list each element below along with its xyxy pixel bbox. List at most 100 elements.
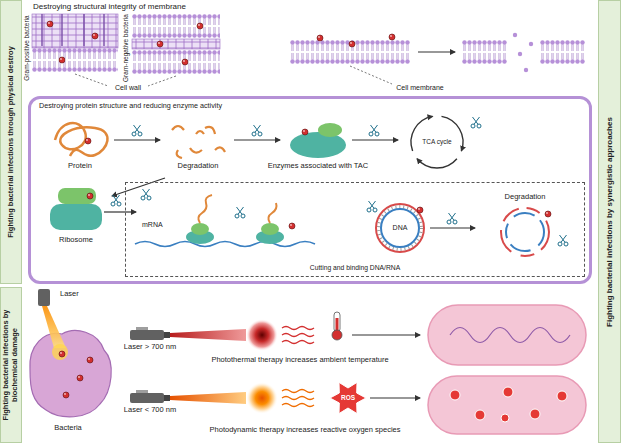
photodynamic-figure <box>130 376 586 434</box>
bacteria-figure <box>77 375 83 381</box>
dna-figure <box>506 213 544 251</box>
category-band: Fighting bacterial infections through ph… <box>0 0 22 284</box>
node-text: Destroying protein structure and reducin… <box>31 99 589 114</box>
bacteria-figure <box>38 289 50 306</box>
membrane-figure <box>290 40 410 64</box>
mrna-figure <box>191 223 209 235</box>
mrna-figure <box>135 242 315 247</box>
node-text: Fighting bacterial infections by synergi… <box>605 5 614 438</box>
photodynamic-figure <box>503 387 513 397</box>
ribosome-figure <box>87 193 93 199</box>
photothermal-figure <box>246 319 278 351</box>
protein-figure <box>85 138 91 144</box>
membrane-figure <box>290 40 410 64</box>
dna-figure <box>545 211 551 217</box>
ribosome-figure <box>111 195 121 206</box>
ribosome-figure <box>58 188 96 204</box>
photothermal-figure <box>332 330 342 340</box>
mrna-figure <box>198 195 212 223</box>
protein-figure <box>114 139 160 140</box>
photothermal-figure <box>136 327 148 330</box>
node-text: Fighting bacterial infections through ph… <box>7 5 16 279</box>
dna-figure <box>501 208 549 256</box>
protein-figure <box>252 125 262 136</box>
photodynamic-figure <box>450 390 460 400</box>
gram-negative-wall <box>132 39 220 49</box>
membrane-figure <box>462 40 507 64</box>
part-label: Laser < 700 nm <box>124 406 176 415</box>
protein-figure <box>55 116 481 200</box>
part-label: Degradation <box>178 162 219 171</box>
photodynamic-figure <box>428 376 586 434</box>
part-label: DNA <box>393 224 408 232</box>
bacteria-figure <box>52 344 68 360</box>
part-label: Degradation <box>505 193 546 202</box>
dna-figure <box>376 204 424 252</box>
membrane-figure <box>317 35 323 41</box>
gram-positive-wall <box>32 14 118 48</box>
category-band: Fighting bacterial infections by synergi… <box>598 0 621 443</box>
membrane-figure <box>518 52 522 56</box>
protein-figure <box>369 125 379 136</box>
protein-figure <box>417 159 457 168</box>
protein-figure <box>132 125 142 136</box>
photothermal-figure <box>130 305 586 365</box>
photothermal-figure <box>428 305 586 365</box>
note-label: Photothermal therapy increases ambient t… <box>211 356 388 365</box>
mrna-figure <box>289 223 295 229</box>
node-text: Cutting and binding DNA/RNA <box>126 264 584 272</box>
symbol-label: ROS <box>341 394 355 401</box>
photodynamic-figure <box>130 393 164 403</box>
dna-figure <box>447 213 457 224</box>
protein-figure <box>411 116 432 150</box>
part-label: Bacteria <box>54 424 82 433</box>
part-label: Gram-positive bacteria <box>23 15 30 80</box>
dna-figure <box>417 207 423 213</box>
protein-figure <box>172 126 225 158</box>
part-label: Protein <box>68 162 92 171</box>
gram-negative-wall <box>132 50 220 74</box>
ribosome-figure <box>50 204 102 230</box>
photodynamic-figure <box>246 382 278 414</box>
part-label: Enzymes associated with TAC <box>268 162 369 171</box>
photodynamic-figure <box>330 382 366 413</box>
protein-figure <box>442 116 463 150</box>
membrane-figure <box>462 40 507 64</box>
photodynamic-figure <box>164 395 170 401</box>
gram-negative-wall <box>182 59 188 65</box>
part-label: Cell membrane <box>396 84 443 92</box>
bacteria-figure <box>42 306 66 348</box>
bacteria-figure <box>59 351 65 357</box>
bacteria-figure <box>30 331 111 417</box>
mrna-figure <box>135 195 315 247</box>
part-label: TCA cycle <box>422 138 451 145</box>
part-label: Laser <box>60 290 79 299</box>
photothermal-figure <box>164 332 170 338</box>
mrna-figure <box>268 203 276 223</box>
mrna-figure <box>235 207 245 218</box>
part-label: Cell wall <box>115 84 141 92</box>
protein-figure <box>234 139 280 140</box>
membrane-figure <box>389 34 395 40</box>
photothermal-figure <box>170 329 246 341</box>
protein-figure <box>318 123 342 137</box>
note-label: Photodynamic therapy increases reactive … <box>210 426 401 435</box>
photodynamic-figure <box>136 390 148 393</box>
photodynamic-figure <box>170 392 246 404</box>
part-label: mRNA <box>142 221 163 229</box>
photothermal-figure <box>450 328 570 343</box>
gram-positive-wall <box>92 33 98 39</box>
dna-figure <box>430 227 475 228</box>
dna-figure <box>381 209 419 247</box>
dna-figure <box>558 235 568 246</box>
photodynamic-figure <box>501 414 509 422</box>
gram-positive-wall <box>47 21 53 27</box>
dna-figure <box>379 207 422 250</box>
membrane-figure <box>540 40 585 64</box>
gram-negative-wall <box>132 50 220 74</box>
gram-negative-wall <box>132 14 220 74</box>
photothermal-figure <box>282 327 314 344</box>
